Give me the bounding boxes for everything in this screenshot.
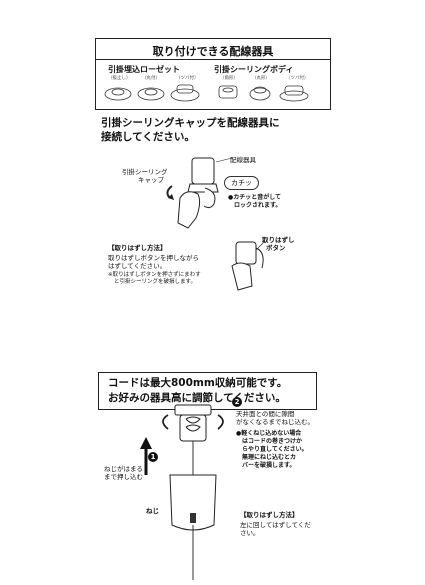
instruction-heading: 引掛シーリングキャップを配線器具に 接続してください。: [101, 117, 280, 143]
removal-title: 【取りはずし方法】: [108, 244, 167, 252]
lock-note: ●カチッと音がして ロックされます。: [228, 194, 282, 209]
step-2-instructions: 天井面との間に隙間 がなくなるまでねじ込む。: [236, 410, 314, 426]
removal-title-2: 【取りはずし方法】: [240, 511, 299, 519]
type-label: （ツバ付）: [286, 76, 309, 81]
step-1-instructions: ねじがはまる まで押し込む: [104, 465, 143, 481]
type-label: （ツバ付）: [176, 76, 199, 81]
cap-connection-illustration: [166, 157, 233, 229]
click-sound-bubble: カチッ: [224, 176, 259, 190]
release-button-label: 取りはずし ボタン: [262, 236, 295, 252]
step-1-badge: 1: [148, 452, 158, 462]
divider: [96, 59, 330, 60]
compatible-fixtures-title: 取り付けできる配線器具: [152, 45, 274, 58]
type-label: （抜止し）: [108, 76, 131, 81]
screw-label: ねじ: [146, 507, 159, 515]
ceiling-body-group-title: 引掛シーリングボディ: [214, 65, 294, 74]
ceiling-cap-label: 引掛シーリング キャップ: [122, 168, 168, 184]
fixture-illustrations: [104, 84, 309, 102]
compatible-fixtures-box: 取り付けできる配線器具 引掛埋込ローゼット 引掛シーリングボディ （抜止し） （…: [95, 38, 331, 110]
rosette-group-title: 引掛埋込ローゼット: [108, 65, 180, 74]
type-label: （丸形）: [252, 76, 270, 81]
removal-warning: ※取りはずしボタンを押さずにまわす と引掛シーリングを破損します。: [108, 272, 201, 285]
removal-illustration: [231, 241, 265, 291]
removal-instructions: 取りはずしボタンを押しながら はずしてください。: [108, 254, 199, 270]
wiring-fixture-label: 配線器具: [230, 156, 256, 164]
step-2-badge: 2: [232, 397, 242, 407]
type-label: （丸付）: [142, 76, 160, 81]
type-label: （角形）: [220, 76, 238, 81]
removal-instructions-2: 左に回してはずしてくだ さい。: [240, 521, 311, 537]
cord-cover-illustration: [140, 404, 224, 580]
step-2-warning: ●軽くねじ込めない場合 はコードの巻きつけか らやり直してください。 無理にねじ…: [236, 430, 308, 469]
